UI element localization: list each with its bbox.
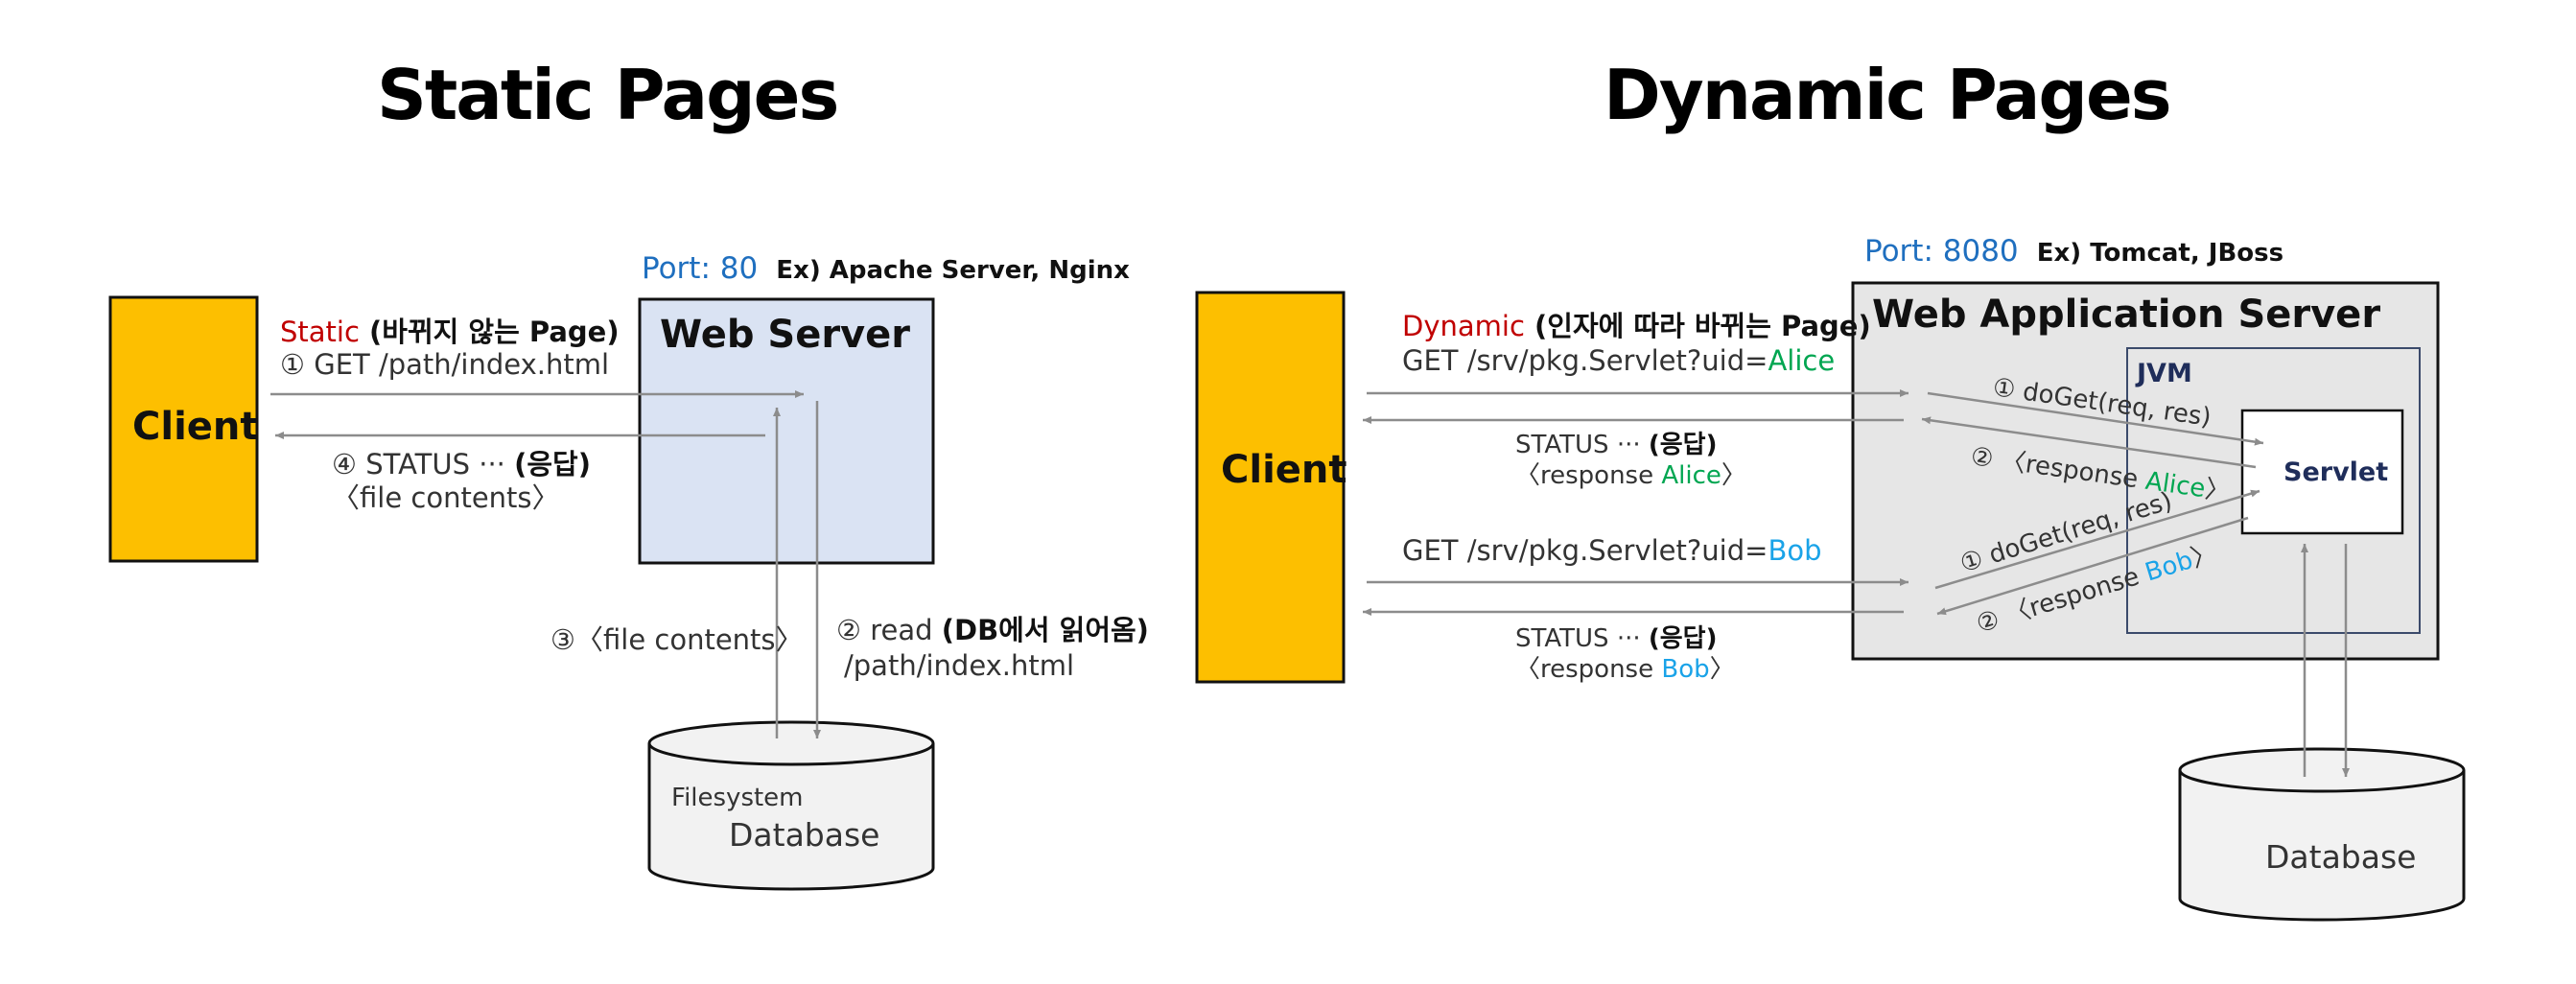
static-database-cylinder <box>647 720 935 891</box>
web-server-title: Web Server <box>660 313 910 357</box>
dynamic-db-label: Database <box>2265 838 2417 876</box>
alice-status-label: STATUS ··· (응답) <box>1515 431 1718 460</box>
bob-status-tag: (응답) <box>1648 624 1718 653</box>
alice-status-tag: (응답) <box>1648 431 1718 459</box>
bob-response-label: 〈response Bob〉 <box>1515 655 1735 685</box>
static-client-box <box>108 295 259 563</box>
static-response-status: ④ STATUS ··· (응답) <box>332 448 591 480</box>
alice-request-user: Alice <box>1768 344 1836 377</box>
static-title: Static Pages <box>377 55 839 135</box>
alice-request-label: GET /srv/pkg.Servlet?uid=Alice <box>1402 344 1836 377</box>
dynamic-client-label: Client <box>1221 448 1347 492</box>
static-port: Port: 80 <box>642 251 759 286</box>
alice-status-text: STATUS ··· <box>1515 431 1649 459</box>
static-db-read-text: ② read <box>836 614 942 646</box>
alice-response-suffix: 〉 <box>1721 461 1746 490</box>
was-title: Web Application Server <box>1872 293 2381 337</box>
bob-status-label: STATUS ··· (응답) <box>1515 624 1718 654</box>
bob-response-user: Bob <box>1661 655 1710 684</box>
jvm-label: JVM <box>2137 359 2192 388</box>
alice-response-label: 〈response Alice〉 <box>1515 461 1746 491</box>
dynamic-port-line: Port: 8080 Ex) Tomcat, JBoss <box>1864 234 2284 269</box>
jvm-box <box>2126 347 2421 634</box>
dynamic-title: Dynamic Pages <box>1604 55 2172 135</box>
dynamic-client-box <box>1195 291 1346 684</box>
static-port-line: Port: 80 Ex) Apache Server, Nginx <box>642 251 1130 287</box>
static-server-example: Ex) Apache Server, Nginx <box>776 256 1130 285</box>
bob-status-text: STATUS ··· <box>1515 624 1649 653</box>
static-client-label: Client <box>132 405 259 449</box>
static-response-body: 〈file contents〉 <box>332 481 560 514</box>
static-status-text: ④ STATUS ··· <box>332 448 515 480</box>
alice-request-text: GET /srv/pkg.Servlet?uid= <box>1402 344 1768 377</box>
alice-response-user: Alice <box>1661 461 1721 490</box>
bob-request-label: GET /srv/pkg.Servlet?uid=Bob <box>1402 534 1822 567</box>
static-db-read-path: /path/index.html <box>844 649 1075 682</box>
web-server-box <box>638 297 935 565</box>
dynamic-mode-label: Dynamic (인자에 따라 바뀌는 Page) <box>1402 310 1871 342</box>
alice-doget-arrow <box>1927 391 2264 446</box>
static-mode-label: Static (바뀌지 않는 Page) <box>280 316 620 348</box>
static-status-tag: (응답) <box>514 448 591 480</box>
static-mode-word: Static <box>280 316 360 348</box>
dynamic-database-cylinder <box>2178 747 2466 922</box>
bob-request-user: Bob <box>1768 534 1822 567</box>
dynamic-port: Port: 8080 <box>1864 234 2019 269</box>
static-db-label: Database <box>729 816 880 854</box>
alice-servlet-response-suffix: 〉 <box>2203 475 2233 507</box>
bob-doget-arrow <box>1934 489 2260 590</box>
dynamic-mode-desc: (인자에 따라 바뀌는 Page) <box>1534 310 1871 342</box>
static-db-return-label: ③〈file contents〉 <box>550 623 804 656</box>
servlet-label: Servlet <box>2283 457 2389 487</box>
dynamic-server-example: Ex) Tomcat, JBoss <box>2036 239 2284 268</box>
bob-servlet-response-arrow <box>1936 516 2249 616</box>
static-db-read-label: ② read (DB에서 읽어옴) <box>836 614 1149 646</box>
static-request-label: ① GET /path/index.html <box>280 348 610 381</box>
servlet-box <box>2240 409 2404 535</box>
bob-response-suffix: 〉 <box>1709 655 1735 684</box>
alice-servlet-response-arrow <box>1921 416 2257 469</box>
bob-request-text: GET /srv/pkg.Servlet?uid= <box>1402 534 1768 567</box>
dynamic-mode-word: Dynamic <box>1402 310 1525 342</box>
alice-response-prefix: 〈response <box>1515 461 1662 490</box>
static-db-small-label: Filesystem <box>671 784 804 812</box>
static-mode-desc: (바뀌지 않는 Page) <box>369 316 620 348</box>
static-db-read-desc: (DB에서 읽어옴) <box>941 614 1149 646</box>
bob-response-prefix: 〈response <box>1515 655 1662 684</box>
